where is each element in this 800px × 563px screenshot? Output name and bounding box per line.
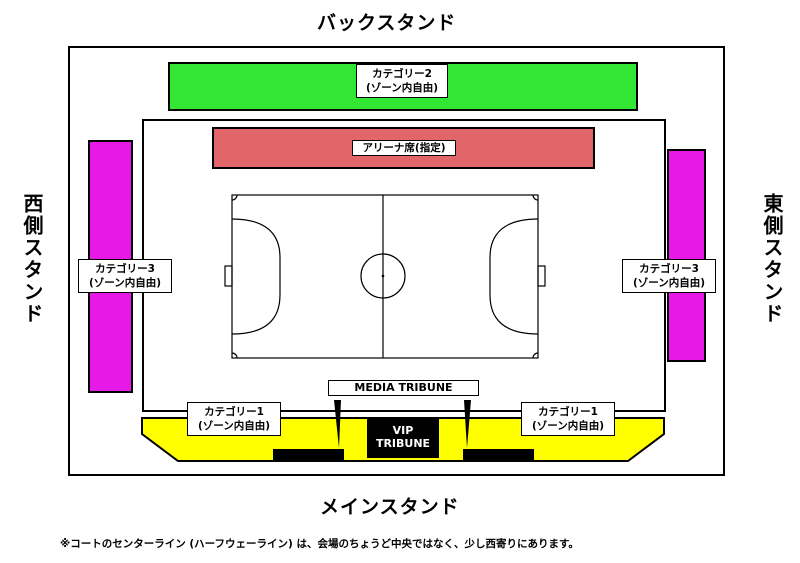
center-spot (381, 274, 385, 278)
right-goal (537, 265, 546, 287)
left-penalty-area (231, 218, 281, 335)
right-penalty-area (489, 218, 539, 335)
category2-label: カテゴリー2 (ゾーン内自由) (356, 64, 448, 98)
arena-seats-name: アリーナ席(指定) (362, 142, 446, 154)
category3-west-label: カテゴリー3 (ゾーン内自由) (78, 259, 172, 293)
corner-arc-bl (231, 352, 238, 359)
east-stand-label: 東側スタンド (760, 193, 784, 325)
court-boundary (231, 194, 539, 359)
category3-east-label: カテゴリー3 (ゾーン内自由) (622, 259, 716, 293)
vip-tribune-line1: VIP (392, 424, 414, 437)
arena-seats-label: アリーナ席(指定) (352, 140, 456, 156)
category1-east-name: カテゴリー1 (538, 406, 598, 418)
category3-west-sub: (ゾーン内自由) (88, 277, 162, 289)
category3-east-name: カテゴリー3 (639, 263, 699, 275)
category2-sub: (ゾーン内自由) (365, 82, 439, 94)
category1-west-name: カテゴリー1 (204, 406, 264, 418)
corner-arc-tl (231, 194, 238, 201)
media-tribune-pointers (334, 400, 471, 448)
corner-arc-tr (532, 194, 539, 201)
media-tribune-name: MEDIA TRIBUNE (354, 381, 453, 394)
footnote: ※コートのセンターライン (ハーフウェーライン) は、会場のちょうど中央ではなく… (60, 538, 579, 550)
futsal-court (224, 194, 546, 359)
media-tribune-label: MEDIA TRIBUNE (328, 380, 479, 396)
venue-outline (68, 46, 725, 476)
main-stand-label: メインスタンド (320, 496, 460, 518)
center-circle (360, 253, 406, 299)
vip-tribune[interactable]: VIP TRIBUNE (367, 418, 439, 458)
category1-east-sub: (ゾーン内自由) (531, 420, 605, 432)
category1-west-sub: (ゾーン内自由) (197, 420, 271, 432)
category2-name: カテゴリー2 (372, 68, 432, 80)
category3-west-name: カテゴリー3 (95, 263, 155, 275)
vip-tribune-line2: TRIBUNE (375, 437, 431, 450)
bench-left (273, 449, 344, 461)
left-goal (224, 265, 233, 287)
bench-right (463, 449, 534, 461)
category3-east-zone[interactable] (667, 149, 706, 362)
west-stand-label: 西側スタンド (20, 193, 44, 325)
arena-seats-zone[interactable] (212, 127, 595, 169)
category3-east-sub: (ゾーン内自由) (632, 277, 706, 289)
back-stand-label: バックスタンド (317, 12, 457, 34)
category1-east-label: カテゴリー1 (ゾーン内自由) (521, 402, 615, 436)
corner-arc-br (532, 352, 539, 359)
category1-west-label: カテゴリー1 (ゾーン内自由) (187, 402, 281, 436)
